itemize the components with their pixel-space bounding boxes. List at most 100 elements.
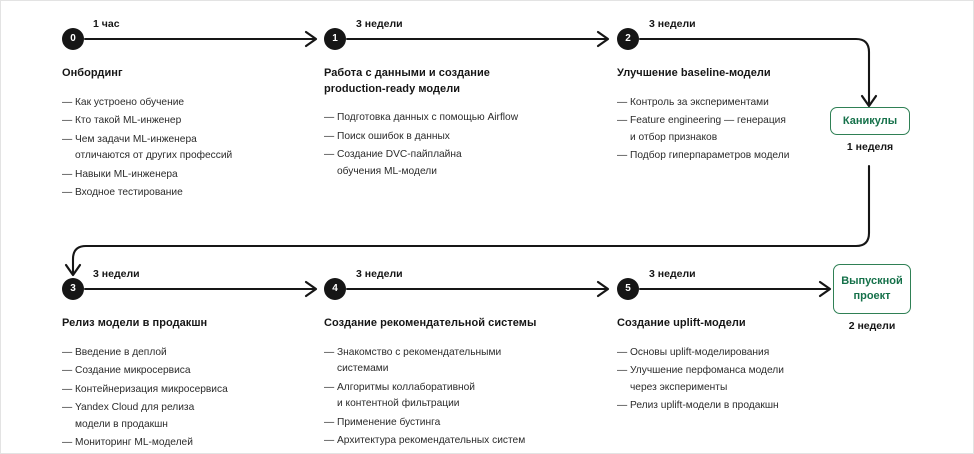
bullet-dash-icon: — <box>62 187 73 199</box>
stage-card-1: Работа с данными и создание production-r… <box>324 66 592 182</box>
bullet-text: Кто такой ML-инженер <box>75 115 182 127</box>
stage-title-0: Онбординг <box>62 67 123 79</box>
stage-node-2[interactable]: 2 <box>617 28 639 50</box>
bullet-text: Применение бустинга <box>337 416 441 428</box>
bullet-dash-icon: — <box>324 416 335 428</box>
bullet-dash-icon: — <box>324 346 335 358</box>
bullet-dash-icon: — <box>617 346 628 358</box>
stage-card-3: Релиз модели в продакшн —Введение в депл… <box>62 316 330 453</box>
badge-final-project[interactable]: Выпускной проект <box>833 264 911 314</box>
bullet-text: Подготовка данных с помощью Airflow <box>337 112 519 124</box>
list-item: —Создание DVC-пайплайна обучения ML-модел… <box>324 147 592 180</box>
stage-node-5-index: 5 <box>625 283 631 294</box>
stage-node-2-index: 2 <box>625 33 631 44</box>
list-item: —Архитектура рекомендательных систем <box>324 433 574 450</box>
stage-node-4[interactable]: 4 <box>324 278 346 300</box>
bullet-text: Контроль за экспериментами <box>630 96 769 108</box>
list-item: —Релиз uplift-модели в продакшн <box>617 398 832 415</box>
bullet-text: Алгоритмы коллаборативной <box>337 381 476 393</box>
bullet-text: Подбор гиперпараметров модели <box>630 150 790 162</box>
bullet-text-continued: отличаются от других профессий <box>75 150 233 162</box>
stage-duration-3: 3 недели <box>93 268 140 280</box>
list-item: —Создание микросервиса <box>62 363 330 380</box>
bullet-dash-icon: — <box>324 149 335 161</box>
bullet-text-continued: и контентной фильтрации <box>337 398 460 410</box>
list-item: —Yandex Cloud для релиза модели в продакш… <box>62 400 330 433</box>
bullet-text: Навыки ML-инженера <box>75 168 178 180</box>
badge-vacation-label: Каникулы <box>842 114 898 127</box>
bullet-dash-icon: — <box>62 383 73 395</box>
stage-bullets-3: —Введение в деплой —Создание микросервис… <box>62 345 330 452</box>
stage-node-0-index: 0 <box>70 33 76 44</box>
bullet-text: Чем задачи ML-инженера <box>75 133 197 145</box>
stage-duration-1: 3 недели <box>356 18 403 30</box>
bullet-dash-icon: — <box>62 437 73 449</box>
bullet-text: Архитектура рекомендательных систем <box>337 435 526 447</box>
stage-duration-5: 3 недели <box>649 268 696 280</box>
bullet-dash-icon: — <box>62 115 73 127</box>
list-item: —Контроль за экспериментами <box>617 95 832 112</box>
badge-vacation[interactable]: Каникулы <box>830 107 910 135</box>
list-item: —Введение в деплой <box>62 345 330 362</box>
bullet-text-continued: через эксперименты <box>630 381 728 393</box>
bullet-text-continued: системами <box>337 363 389 375</box>
bullet-text-continued: и отбор признаков <box>630 131 718 143</box>
stage-bullets-5: —Основы uplift-моделирования —Улучшение … <box>617 345 832 415</box>
stage-bullets-1: —Подготовка данных с помощью Airflow —По… <box>324 110 592 180</box>
bullet-dash-icon: — <box>617 365 628 377</box>
stage-node-5[interactable]: 5 <box>617 278 639 300</box>
stage-node-3[interactable]: 3 <box>62 278 84 300</box>
bullet-dash-icon: — <box>62 133 73 145</box>
list-item: —Как устроено обучение <box>62 95 330 112</box>
bullet-text: Yandex Cloud для релиза <box>75 402 195 414</box>
stage-duration-4: 3 недели <box>356 268 403 280</box>
stage-node-0[interactable]: 0 <box>62 28 84 50</box>
stage-node-1[interactable]: 1 <box>324 28 346 50</box>
bullet-dash-icon: — <box>62 168 73 180</box>
bullet-dash-icon: — <box>324 435 335 447</box>
bullet-dash-icon: — <box>617 115 628 127</box>
stage-card-0: Онбординг —Как устроено обучение —Кто та… <box>62 66 330 204</box>
bullet-dash-icon: — <box>617 400 628 412</box>
list-item: —Применение бустинга <box>324 415 574 432</box>
bullet-text: Контейнеризация микросервиса <box>75 383 228 395</box>
stage-title-2: Улучшение baseline-модели <box>617 67 771 79</box>
list-item: —Входное тестирование <box>62 185 330 202</box>
stage-title-5: Создание uplift-модели <box>617 317 746 329</box>
bullet-dash-icon: — <box>324 112 335 124</box>
badge-vacation-caption: 1 неделя <box>846 141 894 153</box>
bullet-text: Релиз uplift-модели в продакшн <box>630 400 779 412</box>
list-item: —Поиск ошибок в данных <box>324 129 592 146</box>
bullet-text-continued: модели в продакшн <box>75 418 168 430</box>
bullet-text: Знакомство с рекомендательными <box>337 346 502 358</box>
bullet-dash-icon: — <box>62 96 73 108</box>
bullet-text-continued: обучения ML-модели <box>337 165 437 177</box>
bullet-text: Основы uplift-моделирования <box>630 346 770 358</box>
stage-node-3-index: 3 <box>70 283 76 294</box>
list-item: —Подбор гиперпараметров модели <box>617 148 832 165</box>
stage-duration-0: 1 час <box>93 18 120 30</box>
list-item: —Кто такой ML-инженер <box>62 113 330 130</box>
bullet-dash-icon: — <box>62 402 73 414</box>
bullet-dash-icon: — <box>324 130 335 142</box>
list-item: —Подготовка данных с помощью Airflow <box>324 110 592 127</box>
stage-title-4: Создание рекомендательной системы <box>324 317 537 329</box>
stage-title-1: Работа с данными и создание production-r… <box>324 67 490 95</box>
list-item: —Навыки ML-инженера <box>62 167 330 184</box>
stage-node-4-index: 4 <box>332 283 338 294</box>
badge-final-project-caption: 2 недели <box>848 320 896 332</box>
list-item: —Мониторинг ML-моделей <box>62 435 330 452</box>
list-item: —Чем задачи ML-инженера отличаются от дру… <box>62 132 330 165</box>
bullet-text: Создание DVC-пайплайна <box>337 149 462 161</box>
bullet-dash-icon: — <box>617 96 628 108</box>
stage-bullets-0: —Как устроено обучение —Кто такой ML-инж… <box>62 95 330 202</box>
bullet-text: Входное тестирование <box>75 187 183 199</box>
list-item: —Знакомство с рекомендательными системами <box>324 345 574 378</box>
list-item: —Контейнеризация микросервиса <box>62 382 330 399</box>
stage-card-4: Создание рекомендательной системы —Знако… <box>324 316 574 452</box>
bullet-dash-icon: — <box>62 346 73 358</box>
